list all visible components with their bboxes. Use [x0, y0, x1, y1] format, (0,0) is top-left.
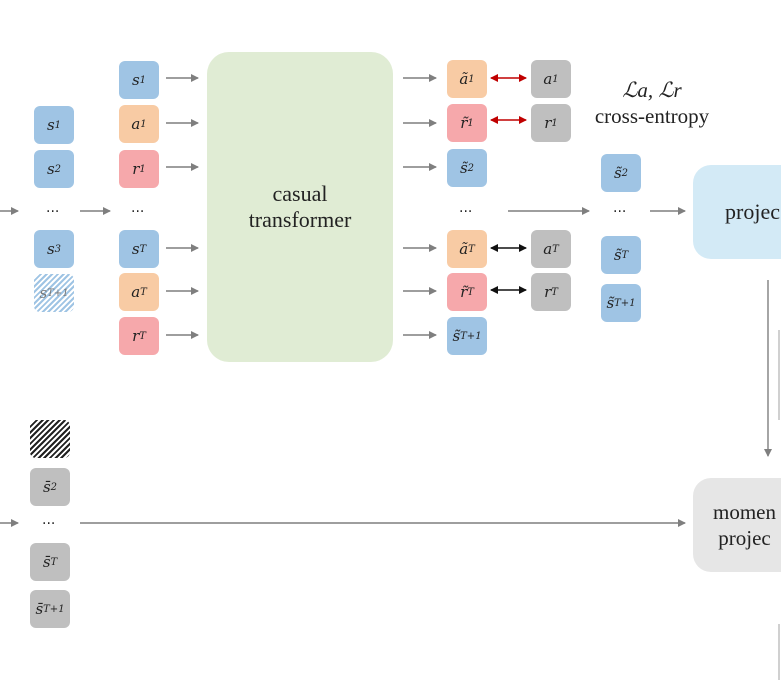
input-ellipsis: ...	[46, 200, 60, 216]
output-token-rT: r̃T	[447, 273, 487, 311]
output-token-sT1: s̃T+1	[447, 317, 487, 355]
loss-label: cross-entropy	[594, 104, 710, 128]
output-token-s2: s̃2	[447, 149, 487, 187]
pred-token-sT1: s̃T+1	[601, 284, 641, 322]
target-state-s2: s̄2	[30, 468, 70, 506]
loss-symbol: ℒa, ℒr	[622, 78, 682, 102]
target-state-sT: s̄T	[30, 543, 70, 581]
target-state-ellipsis: ...	[42, 512, 56, 528]
momentum-projector-block: momen projec	[693, 478, 781, 572]
transformer-block: casual transformer	[207, 52, 393, 362]
projector-block: projec	[693, 165, 781, 259]
pred-token-s2: s̃2	[601, 154, 641, 192]
pred-token-sT: s̃T	[601, 236, 641, 274]
target-state-sT1: s̄T+1	[30, 590, 70, 628]
target-state-s1-masked	[30, 420, 70, 458]
pred-ellipsis: ...	[613, 200, 627, 216]
seq-ellipsis: ...	[131, 200, 145, 216]
output-ellipsis: ...	[459, 200, 473, 216]
output-token-r1: r̃1	[447, 104, 487, 142]
